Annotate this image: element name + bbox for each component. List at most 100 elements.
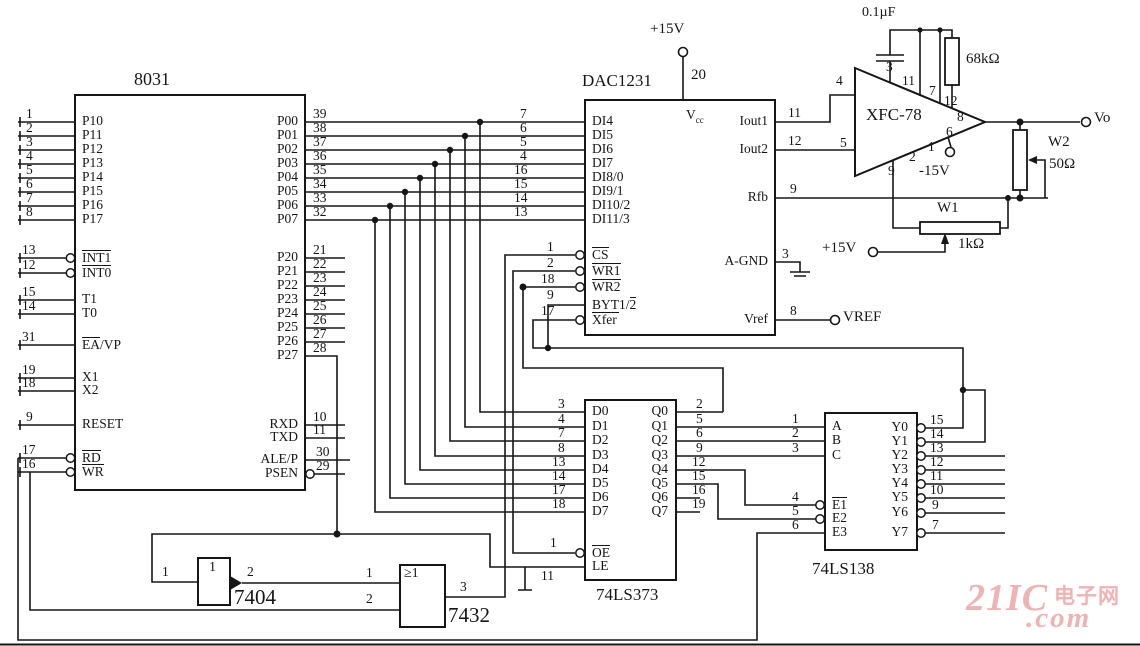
decoder-74ls138-pin-A-label: A xyxy=(832,418,842,433)
decoder-74ls138-pin-E1-label: E1 xyxy=(832,497,847,512)
latch-74ls373-pin-D0-number: 3 xyxy=(558,396,565,411)
decoder-74ls138-pin-B-number: 2 xyxy=(792,425,799,440)
latch-74ls373-pin-D5-label: D5 xyxy=(592,475,609,490)
terminal-circles xyxy=(677,46,1092,326)
latch-74ls373-pin-Q0-label: Q0 xyxy=(651,403,669,418)
mcu-8031-pin-T0-label: T0 xyxy=(82,305,97,320)
dac1231-pin-Xfer-label: Xfer xyxy=(592,312,617,327)
opamp-xfc78-title: XFC-78 xyxy=(866,105,922,124)
dac1231-pin-BYT1-2-number: 9 xyxy=(547,287,554,302)
mcu-8031-pin-P05-number: 34 xyxy=(313,176,327,191)
dac1231-pin-DI11-3-number: 13 xyxy=(514,204,528,219)
mcu-8031-pin-P16-label: P16 xyxy=(82,197,104,212)
mcu-8031-pin-WR-number: 16 xyxy=(22,456,36,471)
mcu-8031-pin-P00-label: P00 xyxy=(276,113,298,128)
terminal-minus15v xyxy=(944,146,956,158)
mcu-8031-pin-INT1-label: INT1 xyxy=(82,250,112,265)
latch-74ls373-pin-Q6-number: 16 xyxy=(692,482,706,497)
supply-15v-mid: +15V xyxy=(822,240,857,256)
mcu-8031-body xyxy=(74,94,306,491)
dac1231-pin-DI5-label: DI5 xyxy=(592,127,613,142)
mcu-8031-pin-EA-VP-label: EA/VP xyxy=(82,337,122,352)
terminal-vo xyxy=(1080,116,1092,128)
mcu-8031-pin-P15-number: 6 xyxy=(26,176,33,191)
mcu-8031-pin-P14-label: P14 xyxy=(82,169,104,184)
dac1231-pin-DI5-number: 6 xyxy=(520,120,527,135)
mcu-8031-pin-X1-number: 19 xyxy=(22,362,36,377)
latch-74ls373-pin-LE-number: 11 xyxy=(541,568,554,583)
opamp-xfc78-pin-p4-number: 4 xyxy=(836,73,843,88)
mcu-8031-pin-TXD-number: 11 xyxy=(313,422,326,437)
mcu-8031-pin-INT0-label: INT0 xyxy=(82,265,112,280)
latch-74ls373-pin-D7-number: 18 xyxy=(552,496,566,511)
supply-15v-top: +15V xyxy=(650,21,685,37)
inversion-bubbles xyxy=(65,250,926,558)
mcu-8031-pin-P25-label: P25 xyxy=(276,319,298,334)
decoder-74ls138-pin-A-number: 1 xyxy=(792,411,799,426)
pot-w2-name: W2 xyxy=(1048,134,1070,150)
decoder-74ls138-pin-Y3-label: Y3 xyxy=(891,461,909,476)
latch-74ls373-pin-D4-number: 13 xyxy=(552,454,566,469)
or-gate-7432-pin-out-number: 3 xyxy=(460,579,467,594)
wires xyxy=(0,29,1140,646)
pot-w1-name: W1 xyxy=(937,200,959,216)
mcu-8031-pin-P07-number: 32 xyxy=(313,204,327,219)
mcu-8031-pin-RXD-number: 10 xyxy=(313,409,327,424)
latch-74ls373-pin-Q1-number: 5 xyxy=(696,411,703,426)
mcu-8031-pin-P22-number: 23 xyxy=(313,270,327,285)
mcu-8031-pin-RD-label: RD xyxy=(82,450,101,465)
latch-74ls373-pin-Q5-number: 15 xyxy=(692,468,706,483)
mcu-8031-pin-P17-number: 8 xyxy=(26,204,33,219)
mcu-8031-pin-P02-label: P02 xyxy=(276,141,298,156)
dac1231-pin-WR2-number: 18 xyxy=(541,271,555,286)
w2-wiper-arrow xyxy=(1028,156,1037,164)
mcu-8031-pin-TXD-label: TXD xyxy=(270,429,298,444)
latch-74ls373-pin-Q0-number: 2 xyxy=(696,396,703,411)
mcu-8031-pin-T1-label: T1 xyxy=(82,291,97,306)
dac1231-pin-DI9-1-label: DI9/1 xyxy=(592,183,624,198)
dac1231-pin-WR1-label: WR1 xyxy=(592,263,621,278)
mcu-8031-pin-P03-label: P03 xyxy=(276,155,298,170)
latch-74ls373-pin-Q6-label: Q6 xyxy=(651,489,669,504)
decoder-74ls138-pin-Y7-label: Y7 xyxy=(891,524,909,539)
mcu-8031-pin-P23-label: P23 xyxy=(276,291,298,306)
dac1231-pin-DI4-number: 7 xyxy=(520,106,527,121)
or-gate-7432-title: 7432 xyxy=(448,603,490,627)
decoder-74ls138-title: 74LS138 xyxy=(812,559,875,578)
dac1231-pin-WR2-label: WR2 xyxy=(592,279,621,294)
opamp-xfc78-pin-p11-number: 11 xyxy=(902,73,915,88)
inverter-7404-pin-gate-symbol-label: 1 xyxy=(209,560,216,575)
dac1231-pin-DI10-2-number: 14 xyxy=(514,190,528,205)
mcu-8031-pin-P00-number: 39 xyxy=(313,106,327,121)
mcu-8031-pin-P26-number: 27 xyxy=(313,326,327,341)
mcu-8031-pin-PSEN-number: 29 xyxy=(316,458,330,473)
dac1231-pin-DI7-label: DI7 xyxy=(592,155,613,170)
mcu-8031-pin-P20-label: P20 xyxy=(276,249,298,264)
decoder-74ls138-pin-Y1-number: 14 xyxy=(930,426,944,441)
mcu-8031-pin-P06-number: 33 xyxy=(313,190,327,205)
decoder-74ls138-pin-E3-number: 6 xyxy=(792,517,799,532)
decoder-74ls138-pin-Y6-number: 9 xyxy=(932,497,939,512)
latch-74ls373-pin-D1-label: D1 xyxy=(592,418,609,433)
dac1231-pin-CS-label: CS xyxy=(592,247,609,262)
terminal-plus15v-mid xyxy=(867,246,879,258)
resistor-68k xyxy=(944,37,960,86)
dac1231-title: DAC1231 xyxy=(582,71,652,90)
decoder-74ls138-pin-E2-number: 5 xyxy=(792,503,799,518)
pot-w1-value: 1kΩ xyxy=(958,236,985,252)
mcu-8031-pin-RD-number: 17 xyxy=(22,442,36,457)
latch-74ls373-pin-Q2-label: Q2 xyxy=(651,432,669,447)
junction-dots xyxy=(333,27,1024,538)
dac1231-pin-DI11-3-label: DI11/3 xyxy=(592,211,630,226)
mcu-8031-pin-P13-number: 4 xyxy=(26,148,33,163)
terminal-plus15v-top xyxy=(677,46,689,58)
decoder-74ls138-pin-E1-number: 4 xyxy=(792,489,799,504)
latch-74ls373-pin-D4-label: D4 xyxy=(592,461,609,476)
latch-74ls373-pin-D1-number: 4 xyxy=(558,411,565,426)
mcu-8031-pin-RESET-label: RESET xyxy=(82,416,124,431)
mcu-8031-pin-P12-label: P12 xyxy=(82,141,104,156)
decoder-74ls138-pin-B-label: B xyxy=(832,432,842,447)
supply-neg15v: -15V xyxy=(919,163,950,179)
latch-74ls373-pin-Q4-label: Q4 xyxy=(651,461,669,476)
